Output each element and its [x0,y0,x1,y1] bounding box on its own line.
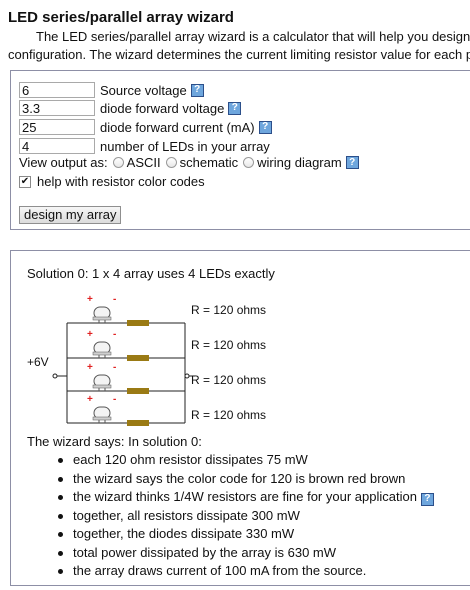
help-icon[interactable]: ? [258,120,272,134]
diode-voltage-row: diode forward voltage ? [19,99,242,117]
diode-voltage-label: diode forward voltage [100,100,225,116]
intro-text: The LED series/parallel array wizard is … [8,28,470,64]
diode-current-label: diode forward current (mA) [100,119,255,135]
led-3-minus: - [113,394,116,405]
led-1-plus: + [87,329,93,340]
led-1-minus: - [113,329,116,340]
led-2-plus: + [87,362,93,373]
radio-wiring-diagram[interactable] [243,157,255,168]
led-0-plus: + [87,294,93,305]
list-item-text: the wizard thinks 1/4W resistors are fin… [73,489,417,504]
input-terminal [52,373,58,379]
view-output-label: View output as: [19,155,108,170]
help-icon[interactable]: ? [420,492,434,506]
color-codes-row: ✔ help with resistor color codes [19,174,205,189]
output-terminal [184,373,190,379]
resistor-2-label: R = 120 ohms [191,373,267,387]
list-item: total power dissipated by the array is 6… [53,544,434,563]
help-icon[interactable]: ? [345,156,359,169]
led-1-icon [92,341,112,358]
resistor-1-icon [127,355,149,361]
list-item: the wizard thinks 1/4W resistors are fin… [53,488,434,507]
led-count-row: number of LEDs in your array [19,137,270,155]
resistor-2-icon [127,388,149,394]
source-voltage-marker: +6V [27,355,49,369]
led-0-minus: - [113,294,116,305]
resistor-1-label: R = 120 ohms [191,338,267,352]
source-voltage-row: Source voltage ? [19,81,204,99]
list-item: each 120 ohm resistor dissipates 75 mW [53,451,434,470]
resistor-0-label: R = 120 ohms [191,303,267,317]
color-codes-checkbox[interactable]: ✔ [19,175,31,188]
led-2-minus: - [113,362,116,373]
led-3-icon [92,406,112,423]
help-icon[interactable]: ? [190,83,204,97]
diode-voltage-input[interactable] [19,100,95,116]
resistor-3-icon [127,420,149,426]
result-panel: Solution 0: 1 x 4 array uses 4 LEDs exac… [10,250,470,586]
radio-schematic[interactable] [165,157,177,168]
solution-title: Solution 0: 1 x 4 array uses 4 LEDs exac… [27,266,275,281]
resistor-3-label: R = 120 ohms [191,408,267,422]
diode-current-row: diode forward current (mA) ? [19,118,272,136]
circuit-wires [57,322,195,424]
design-array-button[interactable]: design my array [19,206,122,224]
list-item: the wizard says the color code for 120 i… [53,470,434,489]
source-voltage-label: Source voltage [100,82,187,98]
list-item: together, the diodes dissipate 330 mW [53,525,434,544]
intro-line-1: The LED series/parallel array wizard is … [36,29,470,44]
help-icon[interactable]: ? [228,101,242,115]
list-item: together, all resistors dissipate 300 mW [53,507,434,526]
led-count-input[interactable] [19,138,95,154]
color-codes-label: help with resistor color codes [37,174,205,189]
radio-schematic-label: schematic [179,155,239,170]
page-title: LED series/parallel array wizard [8,9,234,26]
wizard-says-heading: The wizard says: In solution 0: [27,434,202,449]
source-voltage-input[interactable] [19,82,95,98]
intro-line-2: configuration. The wizard determines the… [8,47,470,62]
led-3-plus: + [87,394,93,405]
radio-ascii[interactable] [112,157,124,168]
view-output-row: View output as: ASCII schematic wiring d… [19,155,359,170]
result-bullets: each 120 ohm resistor dissipates 75 mW t… [53,451,434,581]
led-0-icon [92,306,112,323]
radio-ascii-label: ASCII [126,155,161,170]
led-count-label: number of LEDs in your array [100,138,270,154]
wizard-form: Source voltage ? diode forward voltage ?… [10,70,470,230]
resistor-0-icon [127,320,149,326]
radio-wiring-diagram-label: wiring diagram [257,155,342,170]
list-item: the array draws current of 100 mA from t… [53,562,434,581]
led-array-schematic: + - + - + - + - [52,294,195,426]
led-2-icon [92,374,112,391]
diode-current-input[interactable] [19,119,95,135]
